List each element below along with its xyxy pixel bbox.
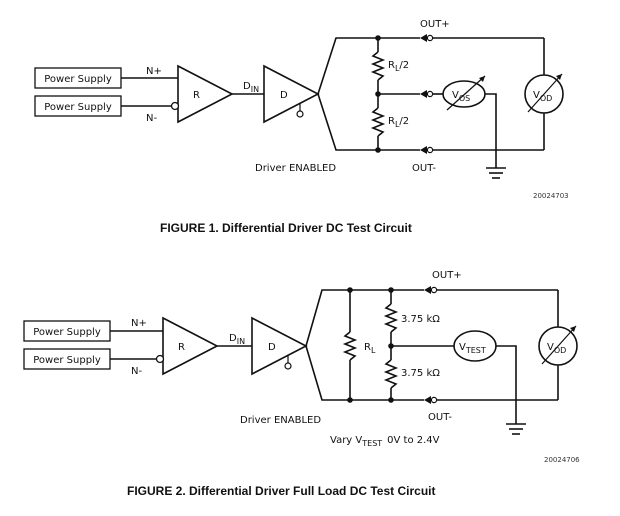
output-wire-neg xyxy=(317,93,378,151)
resistor-rl-label: RL xyxy=(364,342,376,355)
vod-meter-label: VOD xyxy=(533,90,552,103)
output-wire-pos xyxy=(317,37,378,95)
vtest-source xyxy=(453,330,497,362)
receiver-symbol xyxy=(162,316,219,376)
din-label: DIN xyxy=(243,81,259,94)
driver-enabled-label: Driver ENABLED xyxy=(255,163,336,174)
figure-code: 20024703 xyxy=(533,192,569,200)
vod-meter-needle xyxy=(527,73,563,113)
junction-dot xyxy=(347,287,353,293)
figure-1: Power Supply Power Supply N+ N- R DIN D … xyxy=(34,19,569,235)
figure-caption: FIGURE 1. Differential Driver DC Test Ci… xyxy=(160,221,412,235)
terminal-arrow xyxy=(424,286,431,294)
out-pos-label: OUT+ xyxy=(432,270,462,281)
resistor-top-label: 3.75 kΩ xyxy=(401,314,440,325)
terminal-dot xyxy=(426,146,434,154)
junction-dot xyxy=(347,397,353,403)
terminal-dot xyxy=(426,34,434,42)
din-label: DIN xyxy=(229,333,245,346)
vtest-wire-out xyxy=(496,345,517,424)
figure-2: Power Supply Power Supply N+ N- R DIN D … xyxy=(23,270,580,498)
resistor-rl2-top xyxy=(370,51,386,81)
power-supply-label: Power Supply xyxy=(44,74,112,85)
inverting-input-bubble xyxy=(155,354,165,364)
terminal-dot xyxy=(426,90,434,98)
figure-caption: FIGURE 2. Differential Driver Full Load … xyxy=(127,484,436,498)
power-supply-label: Power Supply xyxy=(33,355,101,366)
output-wire-pos xyxy=(305,289,391,347)
resistor-rl xyxy=(342,331,358,361)
driver-label: D xyxy=(280,90,288,101)
receiver-label: R xyxy=(178,342,185,353)
terminal-arrow xyxy=(420,34,427,42)
receiver-symbol xyxy=(177,64,234,124)
power-supply-label: Power Supply xyxy=(44,102,112,113)
enable-bubble xyxy=(296,110,304,118)
receiver-label: R xyxy=(193,90,200,101)
power-supply-label: Power Supply xyxy=(33,327,101,338)
vtest-source-label: VTEST xyxy=(459,342,486,355)
vos-meter-needle xyxy=(446,75,486,111)
input-pos-label: N+ xyxy=(131,318,147,329)
terminal-arrow xyxy=(424,396,431,404)
resistor-top-label: RL/2 xyxy=(388,60,409,73)
enable-bubble xyxy=(284,362,292,370)
resistor-rl2-bottom xyxy=(370,107,386,137)
driver-label: D xyxy=(268,342,276,353)
resistor-3k75-top xyxy=(383,303,399,333)
resistor-3k75-bottom xyxy=(383,359,399,389)
resistor-bottom-label: RL/2 xyxy=(388,116,409,129)
vos-meter-needle-tip xyxy=(479,76,485,82)
resistor-bottom-label: 3.75 kΩ xyxy=(401,368,440,379)
terminal-dot xyxy=(430,396,438,404)
input-neg-label: N- xyxy=(146,113,157,124)
input-neg-label: N- xyxy=(131,366,142,377)
out-neg-label: OUT- xyxy=(412,163,436,174)
figure-code: 20024706 xyxy=(544,456,580,464)
output-wire-neg xyxy=(305,345,391,401)
driver-symbol xyxy=(251,316,308,376)
input-pos-label: N+ xyxy=(146,66,162,77)
vos-meter-label: VOS xyxy=(452,90,470,103)
terminal-arrow xyxy=(420,146,427,154)
inverting-input-bubble xyxy=(170,101,180,111)
driver-enabled-label: Driver ENABLED xyxy=(240,415,321,426)
vod-meter-label: VOD xyxy=(547,342,566,355)
out-neg-label: OUT- xyxy=(428,412,452,423)
terminal-arrow xyxy=(420,90,427,98)
vod-meter-needle xyxy=(541,325,577,365)
out-pos-label: OUT+ xyxy=(420,19,450,30)
terminal-dot xyxy=(430,286,438,294)
driver-symbol xyxy=(263,64,320,124)
vos-wire-out xyxy=(485,93,497,168)
vod-meter-needle-tip xyxy=(570,326,576,332)
vod-meter-needle-tip xyxy=(556,74,562,80)
